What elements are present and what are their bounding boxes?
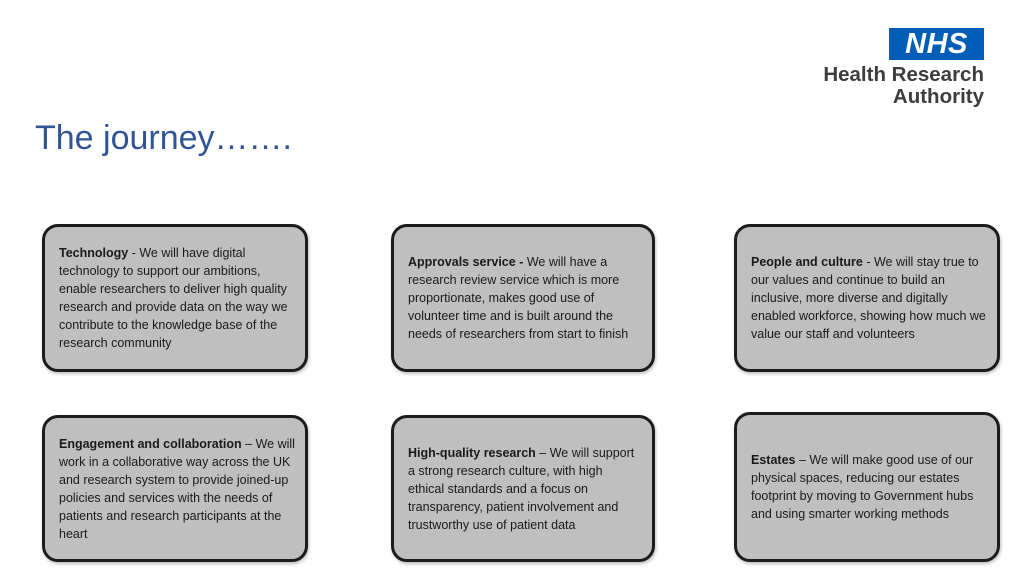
card-text: Estates – We will make good use of our p… [751,451,987,523]
card-approvals-service: Approvals service - We will have a resea… [391,224,655,372]
card-text: High-quality research – We will support … [408,444,642,534]
card-text: Engagement and collaboration – We will w… [59,435,295,543]
hra-logo: NHS Health Research Authority [780,28,984,108]
card-heading: People and culture [751,255,863,269]
card-heading: Estates [751,453,796,467]
card-technology: Technology - We will have digital techno… [42,224,308,372]
card-body: We will support a strong research cultur… [408,445,635,532]
card-engagement-and-collaboration: Engagement and collaboration – We will w… [42,415,308,562]
nhs-logo-badge: NHS [889,28,984,60]
card-body: We will have digital technology to suppo… [59,246,288,350]
logo-text-line1: Health Research [823,63,984,86]
card-text: Technology - We will have digital techno… [59,244,295,352]
card-heading: High-quality research [408,445,536,460]
card-estates: Estates – We will make good use of our p… [734,412,1000,562]
card-text: Approvals service - We will have a resea… [408,253,642,343]
card-heading: Approvals service - [408,255,524,269]
card-text: People and culture - We will stay true t… [751,253,987,343]
card-body: We will have a research review service w… [408,255,629,341]
card-separator: – [535,445,550,460]
card-high-quality-research: High-quality research – We will support … [391,415,655,562]
card-heading: Engagement and collaboration [59,436,242,451]
card-separator: - [128,246,140,260]
logo-text-line2: Authority [892,85,984,108]
card-body: We will make good use of our physical sp… [751,453,974,521]
card-people-and-culture: People and culture - We will stay true t… [734,224,1000,372]
page-title: The journey……. [35,119,292,157]
card-separator: - [862,255,874,269]
card-separator: – [241,436,256,451]
card-separator: – [795,453,810,467]
card-heading: Technology [59,246,129,260]
card-body: We will stay true to our values and cont… [751,255,986,341]
card-body: We will work in a collaborative way acro… [59,436,295,541]
